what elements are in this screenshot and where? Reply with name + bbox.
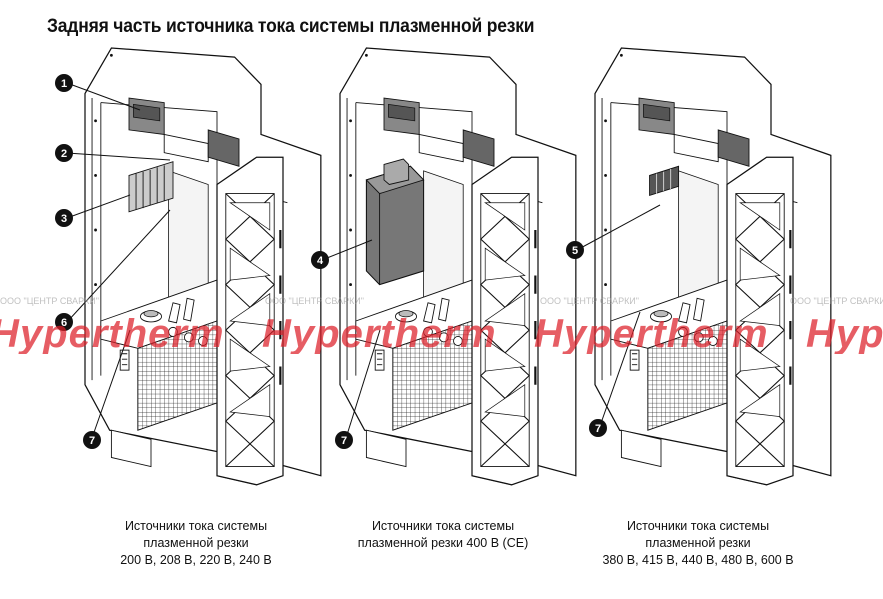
callout-badge-6: 6 <box>55 313 73 331</box>
caption-200-240v: Источники тока системы плазменной резки … <box>76 518 316 569</box>
callout-badge-5: 5 <box>566 241 584 259</box>
watermark-small-text: ООО "ЦЕНТР СВАРКИ" <box>540 296 639 306</box>
power-supply-rear-diagrams: 1 2 3 6 7 4 7 5 7 <box>55 46 832 486</box>
callout-label: 3 <box>61 213 67 225</box>
caption-line: плазменной резки <box>143 536 249 550</box>
caption-line: плазменной резки <box>645 536 751 550</box>
callout-label: 7 <box>341 435 347 447</box>
callout-badge-2: 2 <box>55 144 73 162</box>
diagram-unit-380-600v <box>593 46 832 486</box>
caption-line: 200 В, 208 В, 220 В, 240 В <box>120 553 272 567</box>
caption-line: плазменной резки 400 В (CE) <box>357 536 529 550</box>
callout-badge-3: 3 <box>55 209 73 227</box>
callout-label: 5 <box>572 245 578 257</box>
callout-leaders <box>66 82 661 439</box>
callout-badge-7-left: 7 <box>83 431 101 449</box>
caption-line: Источники тока системы <box>124 519 268 533</box>
callout-label: 4 <box>317 255 324 267</box>
callout-badge-1: 1 <box>55 74 73 92</box>
diagram-unit-200-240v <box>83 46 322 486</box>
watermark-small-text: ООО "ЦЕНТР СВАРКИ" <box>0 296 99 306</box>
callout-badge-4: 4 <box>311 251 329 269</box>
caption-400v-ce: Источники тока системы плазменной резки … <box>323 518 563 552</box>
callout-label: 7 <box>595 423 601 435</box>
diagram-unit-400v-ce <box>338 46 577 486</box>
caption-line: Источники тока системы <box>371 519 515 533</box>
callout-label: 6 <box>61 317 67 329</box>
caption-380-600v: Источники тока системы плазменной резки … <box>578 518 818 569</box>
callout-badge-7-middle: 7 <box>335 431 353 449</box>
callout-label: 7 <box>89 435 95 447</box>
watermark-small-text: ООО "ЦЕНТР СВАРКИ" <box>265 296 364 306</box>
callout-label: 1 <box>61 78 67 90</box>
callout-label: 2 <box>61 148 67 160</box>
watermark-small-text: ООО "ЦЕНТР СВАРКИ" <box>790 296 883 306</box>
page-title: Задняя часть источника тока системы плаз… <box>47 16 535 37</box>
caption-line: Источники тока системы <box>626 519 770 533</box>
callout-badge-7-right: 7 <box>589 419 607 437</box>
caption-line: 380 В, 415 В, 440 В, 480 В, 600 В <box>602 553 794 567</box>
